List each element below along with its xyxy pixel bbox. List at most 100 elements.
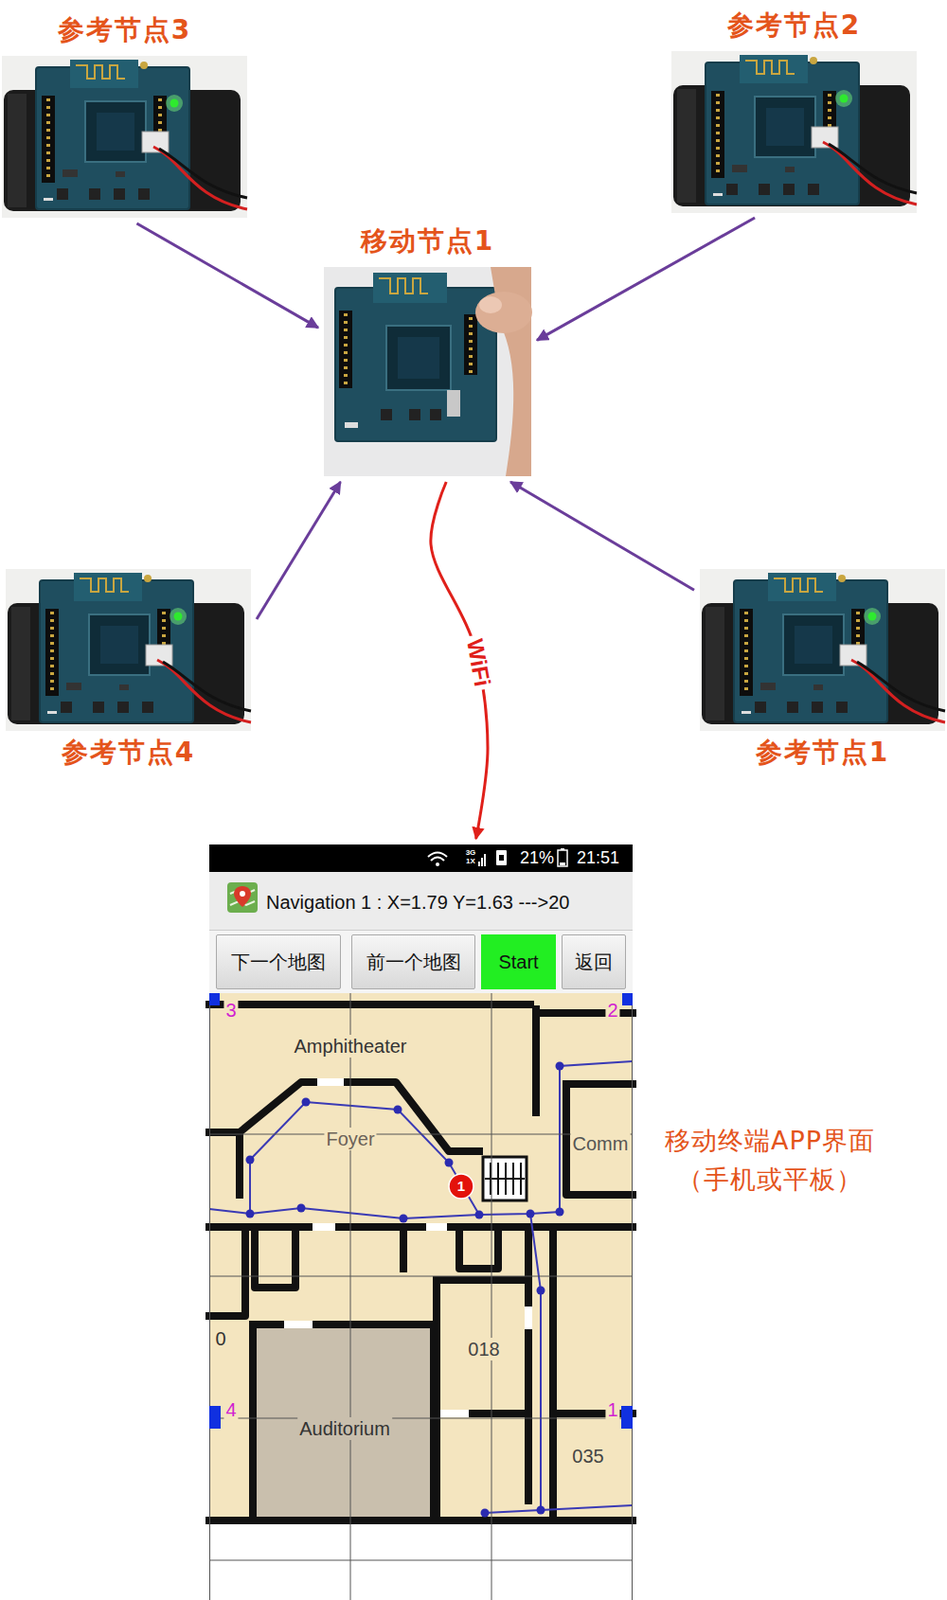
status-text: 21:51	[576, 848, 620, 870]
mobile-board-photo	[323, 267, 533, 477]
art-g	[246, 1062, 565, 1519]
art-circle	[399, 1215, 409, 1224]
art-circle	[246, 1156, 255, 1165]
start-button: Start	[481, 934, 556, 990]
art-rect	[339, 310, 353, 389]
art-rect	[464, 314, 478, 376]
mobile-node: 移动节点1	[323, 267, 532, 477]
room-name: Foyer	[323, 1127, 376, 1151]
art-line	[209, 1276, 633, 1278]
art-line	[468, 317, 473, 374]
button-label: 返回	[574, 950, 613, 974]
art-path	[484, 1162, 525, 1196]
art-rect	[209, 1520, 633, 1600]
art-rect	[209, 993, 220, 1006]
art-rect	[397, 337, 440, 379]
art-rect	[557, 850, 568, 867]
signal-arrow	[256, 482, 341, 620]
room-name: 0	[213, 1327, 228, 1351]
app-screen: 21% 21:51Navigation 1 : X=1.79 Y=1.63 ---…	[209, 844, 633, 1600]
art-rect	[227, 882, 258, 913]
status-text: 1X	[465, 857, 476, 866]
art-path	[524, 1227, 533, 1501]
reference-node: 参考节点3	[1, 55, 248, 218]
art-g	[209, 993, 633, 1600]
art-rect	[209, 1406, 221, 1430]
art-line	[491, 993, 493, 1600]
art-rect	[209, 993, 633, 1521]
node-label: 参考节点4	[61, 736, 196, 769]
art-ellipse	[475, 291, 533, 334]
art-ellipse	[479, 296, 502, 314]
art-path	[209, 1223, 633, 1232]
art-rect	[560, 848, 565, 851]
room-name: Amphitheater	[292, 1035, 410, 1058]
art-line	[209, 1134, 633, 1136]
art-rect	[481, 857, 483, 867]
art-line	[209, 993, 211, 1600]
art-rect	[252, 1324, 434, 1521]
art-g	[209, 1061, 633, 1514]
art-rect	[284, 1321, 313, 1329]
art-circle	[239, 891, 246, 897]
art-circle	[481, 1509, 490, 1519]
art-rect	[559, 862, 566, 866]
art-line	[631, 993, 633, 1600]
art-rect	[335, 287, 497, 442]
art-circle	[536, 1506, 546, 1516]
art-rect	[386, 325, 451, 391]
art-rect	[524, 1306, 533, 1330]
art-circle	[302, 1098, 311, 1108]
art-rect	[323, 267, 532, 477]
art-rect	[499, 855, 504, 861]
reference-board-photo	[699, 569, 946, 732]
art-path	[209, 1227, 246, 1317]
room-number: 035	[570, 1445, 606, 1468]
art-circle	[555, 1062, 565, 1072]
node-label: 移动节点1	[360, 225, 495, 258]
art-path	[209, 1132, 240, 1196]
art-rect	[482, 1157, 527, 1201]
position-marker: 1	[447, 1173, 475, 1200]
art-rect	[446, 390, 461, 417]
room-name: Auditorium	[297, 1417, 393, 1441]
art-rect	[409, 409, 421, 421]
art-circle	[297, 1204, 306, 1214]
art-path	[239, 1082, 480, 1152]
art-circle	[246, 1210, 255, 1219]
art-path	[233, 886, 251, 908]
reference-board-photo	[1, 55, 248, 218]
art-rect	[426, 1223, 447, 1232]
art-path	[378, 278, 429, 294]
art-rect	[440, 1410, 469, 1418]
art-g	[209, 1004, 633, 1521]
room-name: Comm	[571, 1132, 631, 1156]
reference-board-photo	[671, 51, 917, 214]
art-path	[484, 1214, 633, 1514]
button-label: 下一个地图	[231, 950, 326, 974]
link-label: WiFi	[461, 633, 496, 693]
app-title: Navigation 1 : X=1.79 Y=1.63 --->20	[266, 891, 570, 914]
caption-note: 移动终端APP界面 （手机或平板）	[646, 1122, 894, 1199]
button-label: 前一个地图	[366, 950, 462, 974]
art-rect	[312, 1223, 336, 1232]
art-path	[566, 1084, 633, 1196]
anchor-number: 4	[223, 1398, 238, 1422]
art-path	[532, 1009, 540, 1113]
art-circle	[475, 1211, 484, 1220]
art-path	[252, 1324, 434, 1521]
reference-node: 参考节点2	[671, 51, 917, 213]
marker-number: 1	[457, 1178, 465, 1196]
art-rect	[496, 850, 507, 866]
art-path	[436, 1280, 529, 1516]
art-line	[343, 313, 348, 387]
signal-arrow	[536, 217, 755, 340]
art-rect	[209, 872, 633, 931]
status-text: 21%	[519, 848, 554, 870]
art-path	[428, 853, 447, 862]
button-label: Start	[498, 950, 538, 974]
room-number: 018	[465, 1338, 501, 1361]
status-text: 3G	[465, 849, 477, 858]
art-rect	[478, 861, 481, 867]
art-path	[209, 1000, 531, 1009]
